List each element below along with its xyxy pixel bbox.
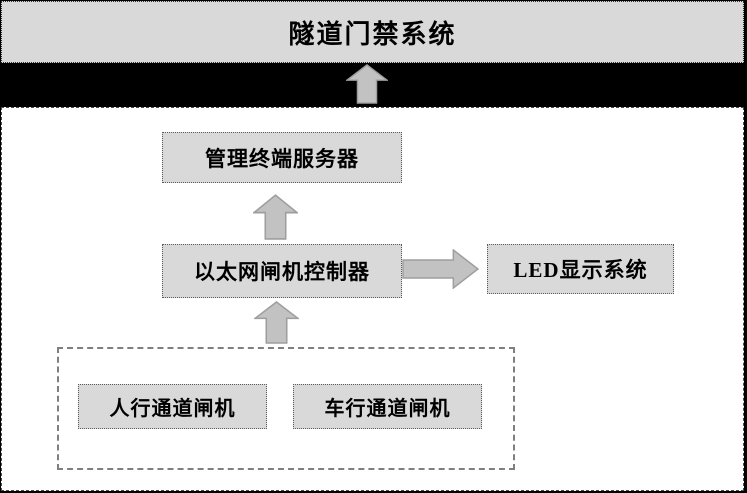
node-pedestrian-channel-gate: 人行通道闸机 <box>78 384 267 429</box>
node-vehicle-channel-gate: 车行通道闸机 <box>293 384 482 429</box>
node-led-display-system: LED显示系统 <box>487 244 674 294</box>
gate-group-container <box>57 347 515 470</box>
diagram-title: 隧道门禁系统 <box>288 19 457 49</box>
node-label: 以太网闸机控制器 <box>194 260 370 284</box>
up-arrow-controller-to-server-icon <box>253 194 298 240</box>
node-label: LED显示系统 <box>513 258 648 282</box>
up-arrow-gates-to-controller-icon <box>254 301 299 344</box>
banner-tunnel-access-control-system: 隧道门禁系统 <box>1 1 744 63</box>
node-label: 管理终端服务器 <box>205 146 359 171</box>
node-ethernet-gate-controller: 以太网闸机控制器 <box>162 244 402 298</box>
node-label: 人行通道闸机 <box>109 398 236 420</box>
up-arrow-to-banner-icon <box>346 64 388 104</box>
lower-panel: 管理终端服务器 以太网闸机控制器 LED显示系统 <box>1 107 744 491</box>
right-arrow-controller-to-led-icon <box>402 249 479 289</box>
node-management-terminal-server: 管理终端服务器 <box>162 132 402 183</box>
node-label: 车行通道闸机 <box>324 398 451 420</box>
